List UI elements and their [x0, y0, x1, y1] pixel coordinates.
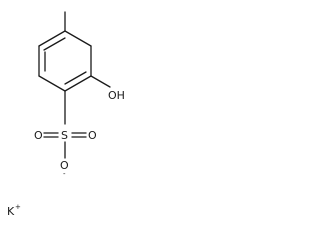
oxygen-left-label: O — [34, 129, 43, 142]
oxygen-bottom-label: O — [60, 159, 69, 172]
sulfur-label: S — [61, 129, 68, 142]
bond-lines — [38, 11, 111, 159]
atom-labels: OH S O O O - K + — [7, 89, 125, 218]
chemical-structure-diagram: OH S O O O - K + — [7, 11, 125, 218]
hydroxyl-label: OH — [108, 89, 125, 102]
oxide-charge: - — [63, 170, 66, 178]
ring-bond-bottom-right — [64, 75, 92, 92]
potassium-charge: + — [15, 203, 21, 211]
ring-bond-top-left — [38, 30, 66, 47]
hydroxyl-bond — [90, 75, 111, 88]
ring-bond-bottom-left — [38, 75, 66, 92]
ring-bond-top-right — [64, 30, 92, 47]
ring-double-bond-top-left — [43, 37, 66, 51]
oxygen-right-label: O — [88, 129, 97, 142]
potassium-label: K — [7, 205, 15, 218]
ring-double-bond-right — [64, 71, 87, 85]
